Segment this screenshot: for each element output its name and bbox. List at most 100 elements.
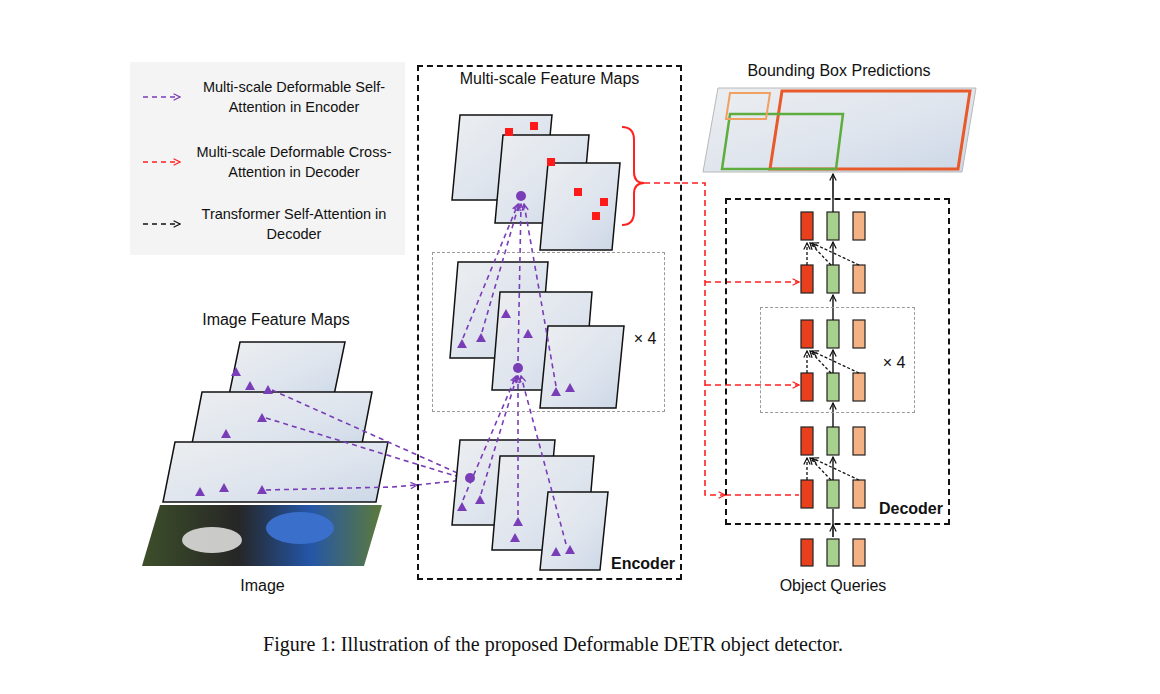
- panel-title: Bounding Box Predictions: [700, 62, 978, 80]
- sampling-point: [221, 429, 231, 438]
- box-title: Encoder: [605, 555, 675, 573]
- attention-line: [518, 204, 521, 361]
- legend-sample: [143, 161, 180, 163]
- decoder-box: Decoder × 4: [725, 198, 950, 525]
- legend-sample: [143, 96, 180, 98]
- query-block: [827, 373, 839, 401]
- query-block: [827, 212, 839, 240]
- query-block: [827, 480, 839, 508]
- connector: [832, 525, 834, 537]
- query-block: [853, 480, 865, 508]
- sampling-point: [257, 413, 267, 422]
- legend-sample: [143, 223, 180, 225]
- self-attention-arrow: [806, 243, 807, 265]
- query-set: Object Queries: [765, 537, 901, 598]
- query-block: [853, 212, 865, 240]
- query-block: [801, 265, 813, 293]
- self-attention-arrow: [812, 243, 859, 265]
- self-attention-arrow: [812, 458, 859, 480]
- bracket: [622, 127, 644, 225]
- query-block: [801, 212, 813, 240]
- figure-caption: Figure 1: Illustration of the proposed D…: [0, 632, 1106, 656]
- legend-text: Multi-scale Deformable Cross-Attention i…: [195, 142, 393, 183]
- self-attention-arrow: [806, 351, 807, 373]
- predicted-box: [722, 114, 843, 169]
- query-block: [827, 265, 839, 293]
- box-title: Decoder: [869, 500, 943, 518]
- sampling-point: [574, 188, 582, 196]
- connector: [392, 485, 417, 487]
- legend-panel: [130, 62, 405, 255]
- sampling-point: [257, 485, 267, 494]
- flow-arrow: [832, 403, 833, 427]
- query-block: [853, 265, 865, 293]
- feature-map: [540, 492, 608, 570]
- cross-attention-arrow: [705, 281, 799, 283]
- sampling-point: [476, 333, 486, 342]
- sampling-point: [523, 329, 533, 338]
- attention-line: [524, 204, 556, 386]
- query-block: [801, 373, 813, 401]
- sampling-point: [475, 495, 485, 504]
- sampling-point: [231, 367, 241, 376]
- attention-line: [463, 376, 516, 500]
- input-photo: [142, 505, 382, 566]
- feature-map: [163, 442, 388, 502]
- attention-line: [521, 376, 566, 544]
- query-block: [827, 320, 839, 348]
- sampling-point: [600, 198, 608, 206]
- query-block: [827, 427, 839, 455]
- sampling-point: [565, 383, 575, 392]
- decoder-layers: [801, 212, 865, 566]
- sampling-point: [501, 309, 511, 318]
- query-block: [801, 320, 813, 348]
- attention-line: [266, 418, 462, 478]
- attention-line: [272, 390, 462, 475]
- self-attention-arrow: [812, 351, 859, 373]
- image-label: Image: [140, 577, 385, 595]
- flow-arrow: [832, 198, 833, 212]
- query-block: [853, 320, 865, 348]
- query-block: [853, 373, 865, 401]
- photo-detail: [266, 512, 334, 544]
- encoder-box: Multi-scale Feature MapsEncoder × 4: [417, 65, 682, 580]
- repeat-count: × 4: [628, 330, 662, 348]
- query-point: [516, 191, 526, 201]
- query-block: [853, 427, 865, 455]
- query-block: [801, 539, 813, 566]
- query-block: [827, 539, 839, 566]
- legend-text: Multi-scale Deformable Self-Attention in…: [195, 77, 393, 118]
- attention-line: [644, 182, 682, 184]
- cross-attention-arrow: [705, 384, 799, 386]
- query-block: [801, 427, 813, 455]
- sampling-point: [530, 122, 538, 130]
- prediction-panel: Bounding Box Predictions: [700, 62, 978, 174]
- cross-attention-arrow: [725, 494, 799, 496]
- box-heading: Multi-scale Feature Maps: [417, 70, 682, 88]
- query-label: Object Queries: [765, 577, 901, 595]
- query-block: [853, 539, 865, 566]
- sampling-point: [513, 517, 523, 526]
- sampling-point: [457, 502, 467, 511]
- repeat-box: × 4: [760, 307, 915, 413]
- connector: [682, 183, 725, 495]
- sampling-point: [510, 533, 520, 542]
- repeat-box: × 4: [432, 252, 665, 412]
- sampling-point: [505, 128, 513, 136]
- sampling-point: [245, 381, 255, 390]
- stack-title: Image Feature Maps: [160, 311, 392, 329]
- attention-line: [517, 376, 519, 515]
- flow-arrow: [832, 509, 833, 525]
- legend-text: Transformer Self-Attention in Decoder: [195, 204, 393, 245]
- sampling-point: [565, 545, 575, 554]
- sampling-point: [592, 212, 600, 220]
- connector: [832, 174, 834, 198]
- sampling-point: [551, 547, 561, 556]
- photo-detail: [182, 527, 242, 553]
- sampling-point: [547, 158, 555, 166]
- query-point: [513, 363, 523, 373]
- query-block: [801, 480, 813, 508]
